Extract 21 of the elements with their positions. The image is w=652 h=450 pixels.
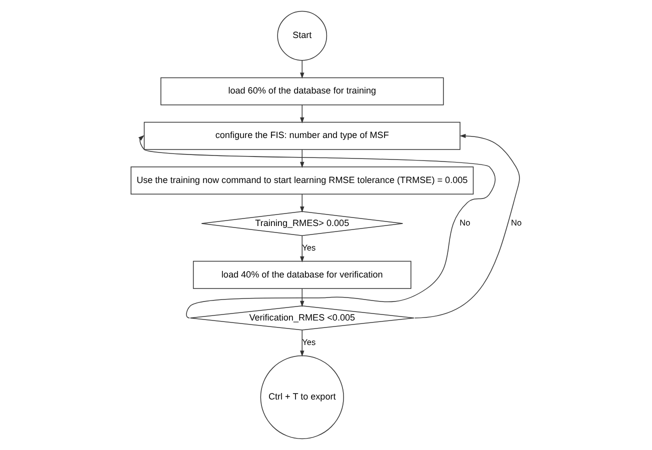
arrow [300, 288, 304, 307]
node-circle: Ctrl + T to export [260, 355, 344, 440]
node-box: load 60% of the database for training [160, 77, 444, 106]
arrow [300, 194, 304, 213]
arrow [300, 235, 304, 262]
node-diamond: Verification_RMES <0.005 [189, 306, 414, 330]
node-box: load 40% of the database for verification [192, 260, 411, 289]
node-box: configure the FIS: number and type of MSF [143, 122, 460, 150]
arrow [300, 104, 304, 124]
node-circle: Start [276, 10, 327, 61]
node-box: Use the training now command to start learning RMSE tolerance (TRMSE) = 0.005 [130, 166, 474, 194]
arrow [300, 149, 304, 168]
edge-label: Yes [302, 242, 316, 253]
arrow [300, 60, 304, 79]
edge-label: No [510, 218, 522, 228]
node-diamond: Training_RMES> 0.005 [200, 211, 403, 236]
arrow [414, 134, 520, 318]
edge-label: No [459, 218, 470, 228]
arrow [300, 330, 304, 357]
arrow [138, 135, 496, 318]
edge-label: Yes [302, 337, 316, 348]
